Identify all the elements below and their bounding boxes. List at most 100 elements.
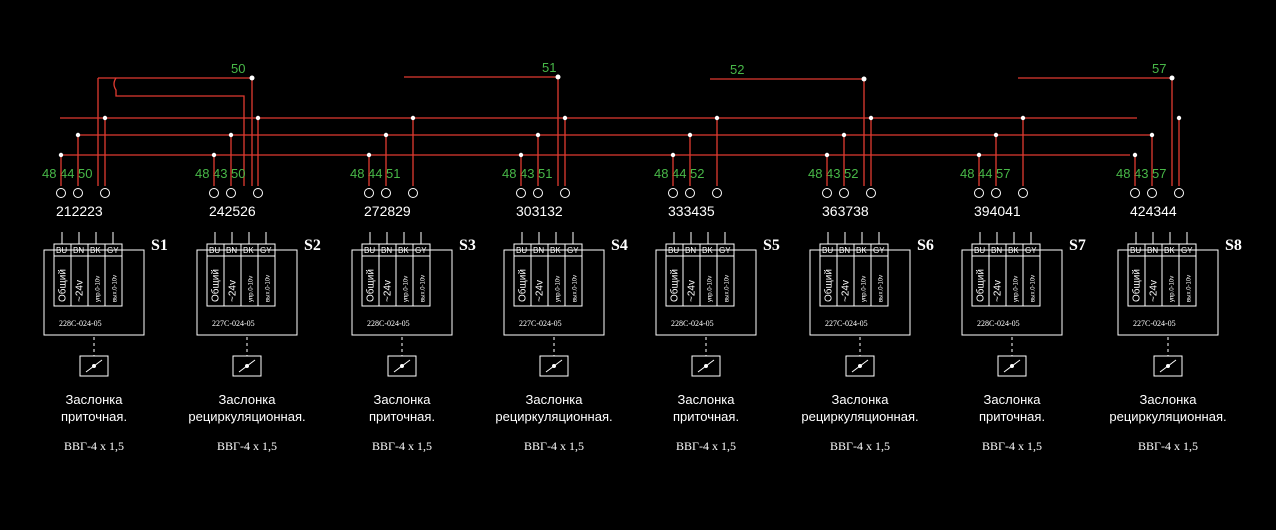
terminal-circle bbox=[685, 188, 695, 198]
function-label: ~24v bbox=[383, 280, 394, 302]
function-label: вых.0-10v bbox=[1187, 275, 1193, 302]
actuator-body bbox=[655, 249, 757, 336]
damper-icon bbox=[387, 355, 417, 377]
damper-caption: Заслонка bbox=[832, 392, 890, 407]
terminal-circle bbox=[364, 188, 374, 198]
terminal-circle bbox=[822, 188, 832, 198]
cable-spec: ВВГ-4 х 1,5 bbox=[676, 439, 736, 453]
function-label: вых.0-10v bbox=[421, 275, 427, 302]
actuator-body bbox=[43, 249, 145, 336]
wire-number: 48 bbox=[42, 166, 56, 181]
terminal-circle bbox=[381, 188, 391, 198]
cell-label: BK bbox=[1164, 246, 1175, 255]
terminal-circle bbox=[73, 188, 83, 198]
junction-node bbox=[211, 152, 217, 158]
function-label: вых.0-10v bbox=[113, 275, 119, 302]
model-number: 227C-024-05 bbox=[519, 319, 562, 328]
damper-pivot bbox=[1166, 364, 1170, 368]
junction-node bbox=[75, 132, 81, 138]
junction-node bbox=[670, 152, 676, 158]
wire-number: 48 bbox=[960, 166, 974, 181]
wire-number: 51 bbox=[538, 166, 552, 181]
cell-label: BU bbox=[822, 246, 833, 255]
damper-caption: Заслонка bbox=[678, 392, 736, 407]
terminal-circle bbox=[1147, 188, 1157, 198]
cable-spec: ВВГ-4 х 1,5 bbox=[64, 439, 124, 453]
wire-number: 48 bbox=[502, 166, 516, 181]
damper-icon bbox=[691, 355, 721, 377]
bus-crossover bbox=[113, 77, 245, 186]
cell-label: BU bbox=[364, 246, 375, 255]
damper-pivot bbox=[704, 364, 708, 368]
damper-type: приточная. bbox=[61, 409, 127, 424]
wire-number: 44 bbox=[978, 166, 992, 181]
cell-label: BU bbox=[668, 246, 679, 255]
function-label: Общий bbox=[517, 269, 529, 302]
terminal-circle bbox=[100, 188, 110, 198]
function-label: упр.0-10v bbox=[96, 276, 102, 302]
wire-number: 48 bbox=[1116, 166, 1130, 181]
junction-node bbox=[518, 152, 524, 158]
model-number: 228C-024-05 bbox=[367, 319, 410, 328]
cell-label: BK bbox=[1008, 246, 1019, 255]
junction-node bbox=[824, 152, 830, 158]
cell-label: BU bbox=[209, 246, 220, 255]
cell-label: BU bbox=[56, 246, 67, 255]
cell-label: BK bbox=[243, 246, 254, 255]
cell-label: GY bbox=[873, 246, 885, 255]
cell-label: BU bbox=[516, 246, 527, 255]
damper-caption: Заслонка bbox=[1140, 392, 1198, 407]
damper-type: рециркуляционная. bbox=[188, 409, 305, 424]
damper-caption: Заслонка bbox=[66, 392, 124, 407]
function-label: упр.0-10v bbox=[249, 276, 255, 302]
model-number: 228C-024-05 bbox=[59, 319, 102, 328]
function-label: ~24v bbox=[687, 280, 698, 302]
wire-number: 50 bbox=[78, 166, 92, 181]
cell-label: BN bbox=[1147, 246, 1158, 255]
actuator-body bbox=[351, 249, 453, 336]
model-number: 227C-024-05 bbox=[1133, 319, 1176, 328]
terminal-circle bbox=[209, 188, 219, 198]
damper-type: приточная. bbox=[369, 409, 435, 424]
function-label: Общий bbox=[1131, 269, 1143, 302]
damper-caption: Заслонка bbox=[526, 392, 584, 407]
damper-caption: Заслонка bbox=[374, 392, 432, 407]
cell-label: GY bbox=[260, 246, 272, 255]
junction-node bbox=[976, 152, 982, 158]
damper-pivot bbox=[245, 364, 249, 368]
cell-label: BK bbox=[856, 246, 867, 255]
cable-spec: ВВГ-4 х 1,5 bbox=[982, 439, 1042, 453]
model-number: 227C-024-05 bbox=[212, 319, 255, 328]
bus-node bbox=[861, 76, 867, 82]
junction-node bbox=[255, 115, 261, 121]
damper-caption: Заслонка bbox=[984, 392, 1042, 407]
terminal-numbers: 242526 bbox=[209, 203, 256, 219]
unit-id-s7: S7 bbox=[1069, 237, 1086, 254]
function-label: Общий bbox=[669, 269, 681, 302]
junction-node bbox=[228, 132, 234, 138]
terminal-circle bbox=[408, 188, 418, 198]
cell-label: GY bbox=[415, 246, 427, 255]
damper-pivot bbox=[552, 364, 556, 368]
function-label: Общий bbox=[365, 269, 377, 302]
terminal-circle bbox=[991, 188, 1001, 198]
unit-id-s6: S6 bbox=[917, 237, 934, 254]
terminal-numbers: 363738 bbox=[822, 203, 869, 219]
cell-label: GY bbox=[567, 246, 579, 255]
damper-type: рециркуляционная. bbox=[1109, 409, 1226, 424]
terminal-numbers: 394041 bbox=[974, 203, 1021, 219]
cell-label: BK bbox=[550, 246, 561, 255]
terminal-numbers: 333435 bbox=[668, 203, 715, 219]
cell-label: GY bbox=[1181, 246, 1193, 255]
unit-id-s2: S2 bbox=[304, 237, 321, 254]
cell-label: BU bbox=[1130, 246, 1141, 255]
cell-label: GY bbox=[719, 246, 731, 255]
cell-label: BN bbox=[533, 246, 544, 255]
